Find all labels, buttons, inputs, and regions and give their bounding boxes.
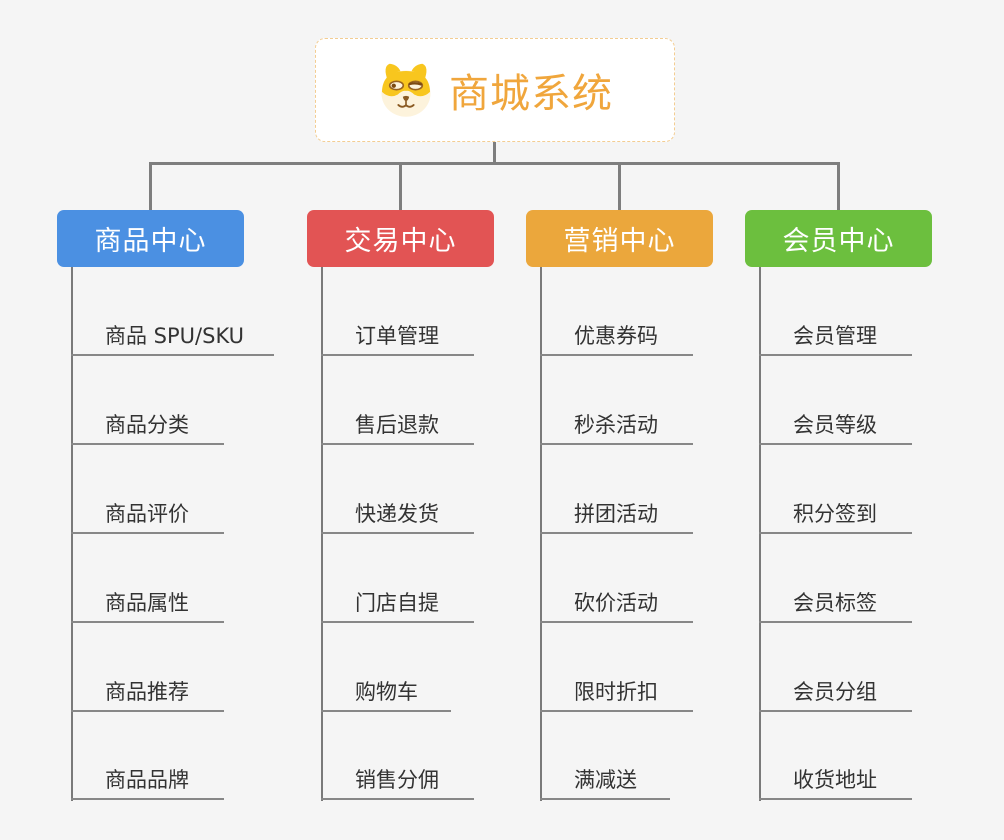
node-product-attribute[interactable]: 商品属性 <box>71 589 224 623</box>
node-shipping-address[interactable]: 收货地址 <box>759 766 912 800</box>
branch-header-trade[interactable]: 交易中心 <box>307 210 494 267</box>
node-order-management[interactable]: 订单管理 <box>321 322 474 356</box>
node-member-tag[interactable]: 会员标签 <box>759 589 912 623</box>
spine-marketing <box>540 267 542 801</box>
node-shopping-cart[interactable]: 购物车 <box>321 678 451 712</box>
node-product-recommend[interactable]: 商品推荐 <box>71 678 224 712</box>
node-product-brand[interactable]: 商品品牌 <box>71 766 224 800</box>
connector-drop-members <box>837 162 840 211</box>
node-member-management[interactable]: 会员管理 <box>759 322 912 356</box>
node-points-checkin[interactable]: 积分签到 <box>759 500 912 534</box>
node-bargain-activity[interactable]: 砍价活动 <box>540 589 693 623</box>
node-limited-discount[interactable]: 限时折扣 <box>540 678 693 712</box>
connector-drop-marketing <box>618 162 621 211</box>
spine-trade <box>321 267 323 801</box>
connector-drop-trade <box>399 162 402 211</box>
node-express-delivery[interactable]: 快递发货 <box>321 500 474 534</box>
node-coupon-code[interactable]: 优惠券码 <box>540 322 693 356</box>
node-flash-sale[interactable]: 秒杀活动 <box>540 411 693 445</box>
branch-header-members[interactable]: 会员中心 <box>745 210 932 267</box>
connector-drop-products <box>149 162 152 211</box>
node-store-pickup[interactable]: 门店自提 <box>321 589 474 623</box>
connector-root-drop <box>493 142 496 164</box>
root-node-mall-system[interactable]: 商城系统 <box>315 38 675 142</box>
node-product-spu-sku[interactable]: 商品 SPU/SKU <box>71 322 274 356</box>
node-sales-commission[interactable]: 销售分佣 <box>321 766 474 800</box>
node-product-review[interactable]: 商品评价 <box>71 500 224 534</box>
node-group-buy[interactable]: 拼团活动 <box>540 500 693 534</box>
node-member-level[interactable]: 会员等级 <box>759 411 912 445</box>
connector-rail <box>149 162 840 165</box>
branch-header-marketing[interactable]: 营销中心 <box>526 210 713 267</box>
node-product-category[interactable]: 商品分类 <box>71 411 224 445</box>
spine-members <box>759 267 761 801</box>
node-aftersale-refund[interactable]: 售后退款 <box>321 411 474 445</box>
spine-products <box>71 267 73 801</box>
shiba-dog-icon <box>381 63 431 117</box>
node-full-reduction[interactable]: 满减送 <box>540 766 670 800</box>
root-title: 商城系统 <box>449 71 613 117</box>
branch-header-products[interactable]: 商品中心 <box>57 210 244 267</box>
node-member-group[interactable]: 会员分组 <box>759 678 912 712</box>
